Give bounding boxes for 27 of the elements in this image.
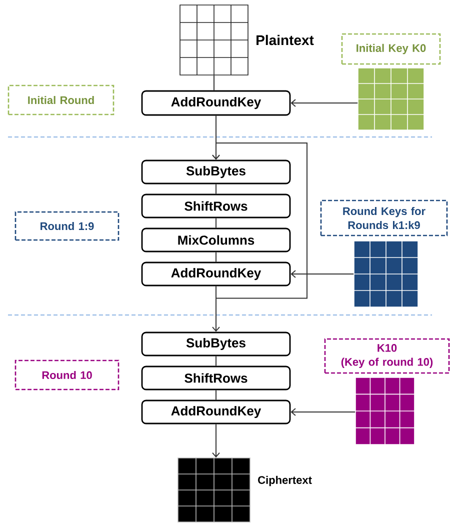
process-box: AddRoundKey — [141, 262, 291, 286]
process-box: SubBytes — [141, 160, 291, 184]
dashed-label-box: Initial Round — [8, 84, 114, 116]
dashed-label-box: Initial Key K0 — [341, 33, 441, 65]
text-label: Ciphertext — [258, 476, 312, 486]
grid-drawing — [178, 458, 250, 522]
dashed-label-box: Round Keys for Rounds k1:k9 — [320, 200, 448, 236]
dashed-label-box: Round 1:9 — [14, 211, 120, 241]
process-box: SubBytes — [141, 332, 291, 356]
arrow — [290, 99, 358, 107]
grid-drawing — [354, 240, 418, 308]
arrow — [212, 142, 308, 299]
arrow — [290, 270, 354, 278]
process-box: AddRoundKey — [141, 400, 291, 424]
process-box: ShiftRows — [141, 366, 291, 390]
dashed-label-box: Round 10 — [14, 360, 120, 390]
dashed-label-box: K10 (Key of round 10) — [324, 338, 450, 374]
arrow — [212, 424, 220, 458]
process-box: AddRoundKey — [141, 90, 291, 116]
arrow — [290, 408, 356, 416]
grid-drawing — [355, 377, 415, 445]
process-box: MixColumns — [141, 228, 291, 252]
process-box: ShiftRows — [141, 194, 291, 218]
grid-drawing — [358, 68, 424, 130]
text-label: Plaintext — [256, 34, 314, 46]
arrow — [212, 286, 220, 332]
grid-drawing — [180, 4, 248, 76]
